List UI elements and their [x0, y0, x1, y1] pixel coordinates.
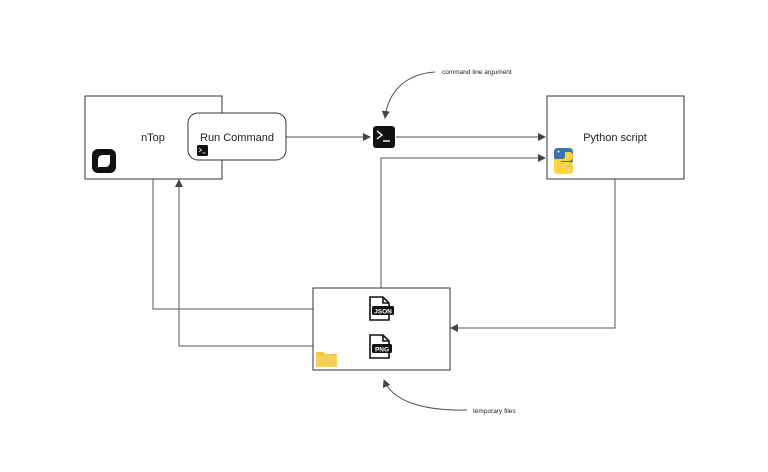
- terminal-icon: [373, 126, 395, 148]
- annotation-cli-arrow: [381, 71, 436, 119]
- command-line-node: [373, 126, 395, 148]
- ntop-label: nTop: [141, 132, 165, 144]
- json-file-icon: JSON: [369, 296, 394, 321]
- edge-python-to-temp-files: [450, 179, 616, 332]
- annotation-temp-arrow: [382, 379, 468, 411]
- json-file-label: JSON: [374, 309, 392, 316]
- png-file-label: PNG: [375, 347, 389, 354]
- annotation-temp-label: temporary files: [473, 408, 516, 415]
- run-command-node: Run Command: [187, 112, 287, 161]
- temp-files-node: JSON PNG: [312, 287, 451, 371]
- edge-json-to-python: [380, 154, 546, 296]
- edge-png-to-ntop: [175, 179, 368, 347]
- ntop-logo-icon: [92, 149, 116, 173]
- terminal-icon: [197, 145, 208, 156]
- python-label: Python script: [583, 132, 647, 144]
- edge-ntop-to-json: [152, 179, 368, 313]
- python-logo-icon: [554, 148, 573, 174]
- annotation-cli-label: command line argument: [442, 69, 512, 76]
- png-file-icon: PNG: [369, 334, 392, 359]
- folder-icon: [316, 352, 337, 367]
- python-node: Python script: [546, 95, 685, 180]
- run-command-label: Run Command: [200, 132, 274, 144]
